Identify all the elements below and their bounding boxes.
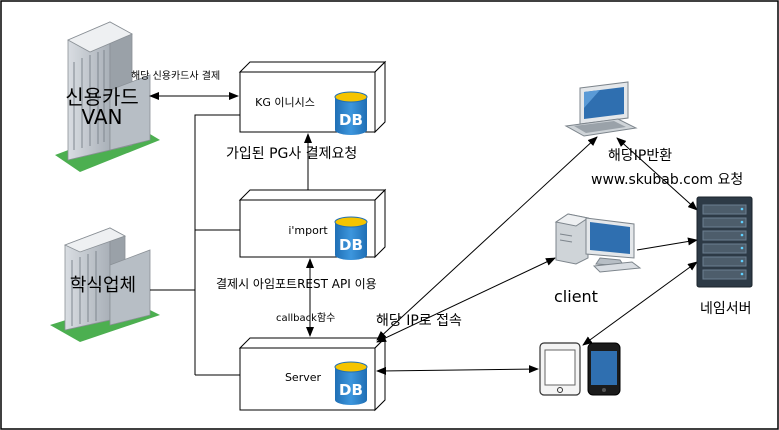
kg-db-text: DB: [339, 111, 363, 129]
cafeteria-label: 학식업체: [70, 275, 136, 296]
name-server-rack-icon: [696, 196, 753, 288]
server-db-icon: DB: [334, 361, 368, 405]
mobile-nameserver-arrow: [582, 261, 698, 346]
iamport-db-text: DB: [339, 236, 363, 254]
van-label-line2: VAN: [81, 105, 122, 129]
iamport-box: [238, 188, 387, 259]
laptop-icon: [564, 81, 638, 137]
ip-access-label: 해당 IP로 접속: [376, 313, 462, 329]
desktop-nameserver-arrow: [636, 237, 698, 251]
dns-request-label: www.skubab.com 요청: [591, 172, 743, 188]
kg-db-icon: DB: [334, 91, 368, 135]
kg-label: KG 이니시스: [255, 96, 315, 109]
connectors: [149, 92, 698, 376]
rest-api-label: 결제시 아임포트REST API 이용: [216, 277, 377, 291]
cafeteria-bus-line: [194, 114, 240, 375]
server-mobile-arrow: [376, 365, 539, 375]
pg-request-label: 가입된 PG사 결제요청: [226, 146, 357, 162]
tablet-icon: [539, 342, 581, 396]
iamport-label: i'mport: [288, 224, 328, 237]
cafeteria-building-icon: [50, 227, 160, 342]
callback-label: callback함수: [276, 312, 335, 324]
server-db-text: DB: [339, 381, 363, 399]
laptop-nameserver-arrow: [616, 137, 698, 211]
ip-return-label: 해당IP반환: [608, 148, 672, 164]
desktop-pc-icon: [554, 213, 642, 273]
client-label: client: [554, 287, 598, 306]
name-server-label: 네임서버: [700, 301, 752, 317]
server-label: Server: [285, 371, 322, 384]
van-building-icon: [55, 21, 160, 172]
iamport-db-icon: DB: [334, 216, 368, 260]
van-label-line1: 신용카드: [65, 85, 139, 109]
card-payment-label: 해당 신용카드사 결제: [131, 69, 220, 82]
smartphone-icon: [587, 342, 621, 396]
server-desktop-arrow: [376, 257, 556, 343]
